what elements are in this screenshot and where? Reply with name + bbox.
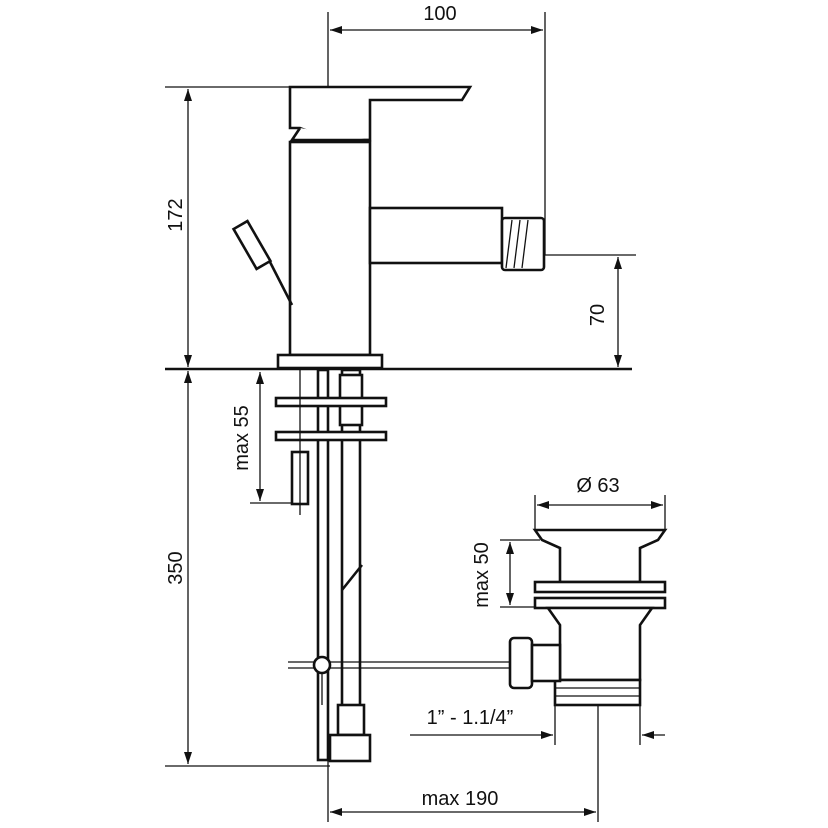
dim-drain-thread: 1” - 1.1/4” (427, 707, 514, 729)
dim-hose-length: 350 (165, 551, 187, 584)
dim-drain-diameter: Ø 63 (576, 475, 619, 497)
dim-max-rod: max 190 (422, 788, 499, 810)
dim-spout-height: 70 (587, 304, 609, 326)
dim-max-deck: max 55 (231, 405, 253, 471)
dim-drain-max: max 50 (471, 542, 493, 608)
pop-up-drain (508, 528, 668, 707)
faucet-body (231, 85, 546, 370)
dim-total-height: 172 (165, 198, 187, 231)
dimension-lines (184, 26, 665, 816)
supply-hoses (274, 368, 510, 763)
dim-spout-reach: 100 (423, 3, 456, 25)
